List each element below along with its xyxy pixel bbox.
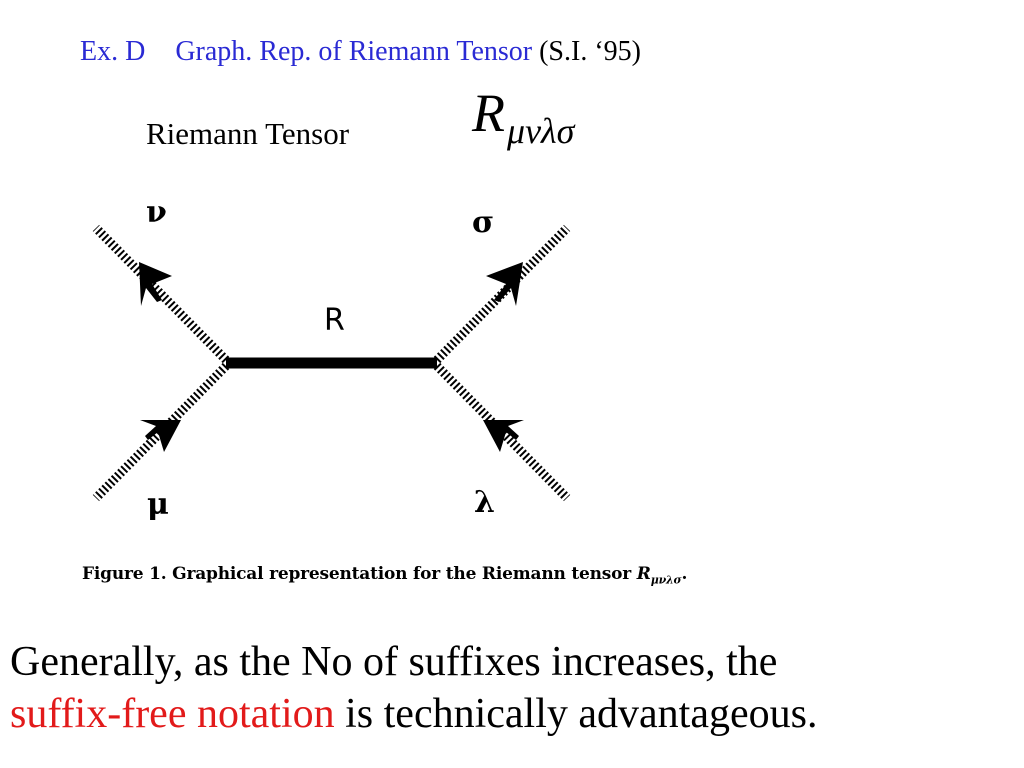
leg-lambda-line [433,362,571,502]
tensor-formula: Rμνλσ [472,86,574,149]
slide-title: Ex. D Graph. Rep. of Riemann Tensor (S.I.… [80,36,641,68]
riemann-tensor-label: Riemann Tensor [146,116,350,151]
label-lambda: λ [474,485,495,520]
highlight-phrase: suffix-free notation [10,691,335,737]
formula-indices: μνλσ [507,111,575,151]
title-text: Graph. Rep. of Riemann Tensor [175,36,533,67]
formula-symbol: R [472,83,505,143]
caption-text: Figure 1. Graphical representation for t… [82,564,637,584]
conclusion-text: Generally, as the No of suffixes increas… [10,636,817,740]
caption-symbol: Rμνλσ [636,564,682,587]
arrow-mu-icon [140,420,181,452]
example-label: Ex. D [80,36,146,67]
figure-caption: Figure 1. Graphical representation for t… [82,564,687,586]
label-mu: μ [147,487,169,522]
caption-symbol-letter: R [636,564,651,584]
label-R: R [324,303,345,338]
caption-symbol-indices: μνλσ [650,573,682,587]
conclusion-line-1: Generally, as the No of suffixes increas… [10,639,778,685]
arrow-sigma-icon [486,262,523,306]
source-reference: (S.I. ‘95) [539,36,641,67]
leg-nu-line [92,224,230,364]
arrow-lambda-icon [483,420,524,452]
conclusion-line-2-rest: is technically advantageous. [334,691,818,737]
caption-suffix: . [681,564,688,584]
arrow-nu-icon [139,262,172,306]
leg-mu-line [92,362,230,502]
conclusion-line-2: suffix-free notation is technically adva… [10,688,817,740]
leg-sigma-line [433,224,571,364]
label-sigma: σ [472,205,494,240]
label-nu: ν [146,195,167,230]
